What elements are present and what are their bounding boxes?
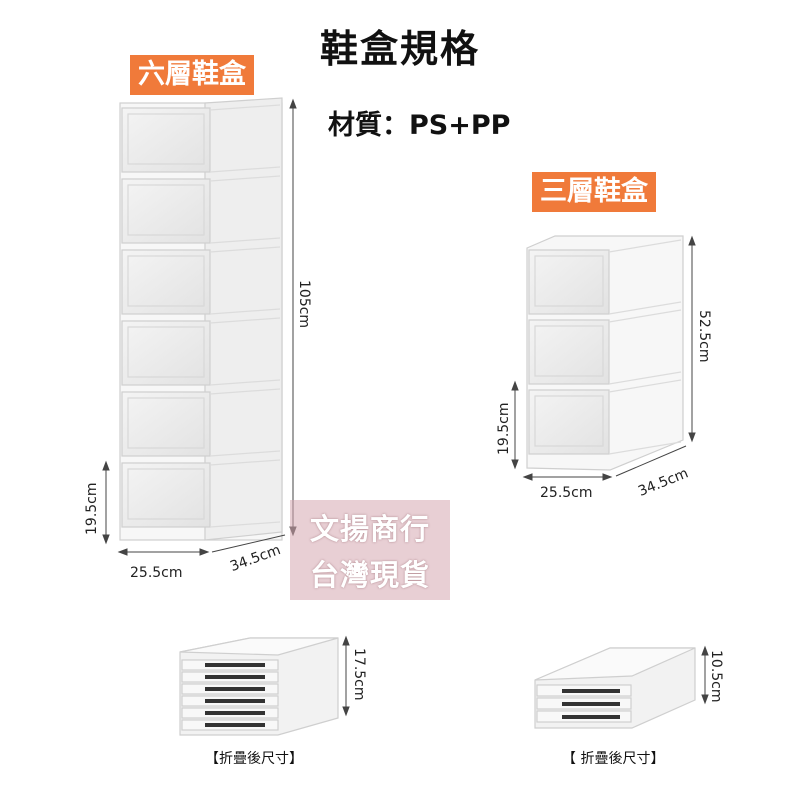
three-tier-tower [526,235,684,471]
six-width-label: 25.5cm [130,565,183,581]
drawer-front [121,107,211,173]
material-label: 材質：PS+PP [328,110,511,141]
three-dimension-lines [511,235,696,481]
drawer-front [121,178,211,244]
drawer-front [528,319,610,385]
watermark-line2: 台灣現貨 [309,558,430,592]
six-unit-height-label: 19.5cm [84,482,100,535]
drawer-front [121,462,211,528]
three-tier-tag: 三層鞋盒 [532,172,656,212]
three-width-label: 25.5cm [540,485,593,501]
six-folded-caption: 【折疊後尺寸】 [205,751,303,767]
drawer-front [121,249,211,315]
watermark: 文揚商行 台灣現貨 [290,500,450,600]
page-title: 鞋盒規格 [319,27,480,71]
folded-three-box [534,647,696,729]
three-folded-caption: 【 折疊後尺寸】 [562,751,665,767]
three-folded-height-label: 10.5cm [708,650,724,703]
six-height-label: 105cm [296,280,312,329]
six-folded-height-label: 17.5cm [351,648,367,701]
watermark-line1: 文揚商行 [309,512,430,546]
six-tier-tower [119,97,283,541]
three-height-label: 52.5cm [696,310,712,363]
folded-six-box [179,637,339,736]
drawer-front [121,320,211,386]
six-tier-tag: 六層鞋盒 [130,55,254,95]
drawer-front [121,391,211,457]
drawer-front [528,389,610,455]
drawer-front [528,249,610,315]
three-unit-height-label: 19.5cm [496,402,512,455]
